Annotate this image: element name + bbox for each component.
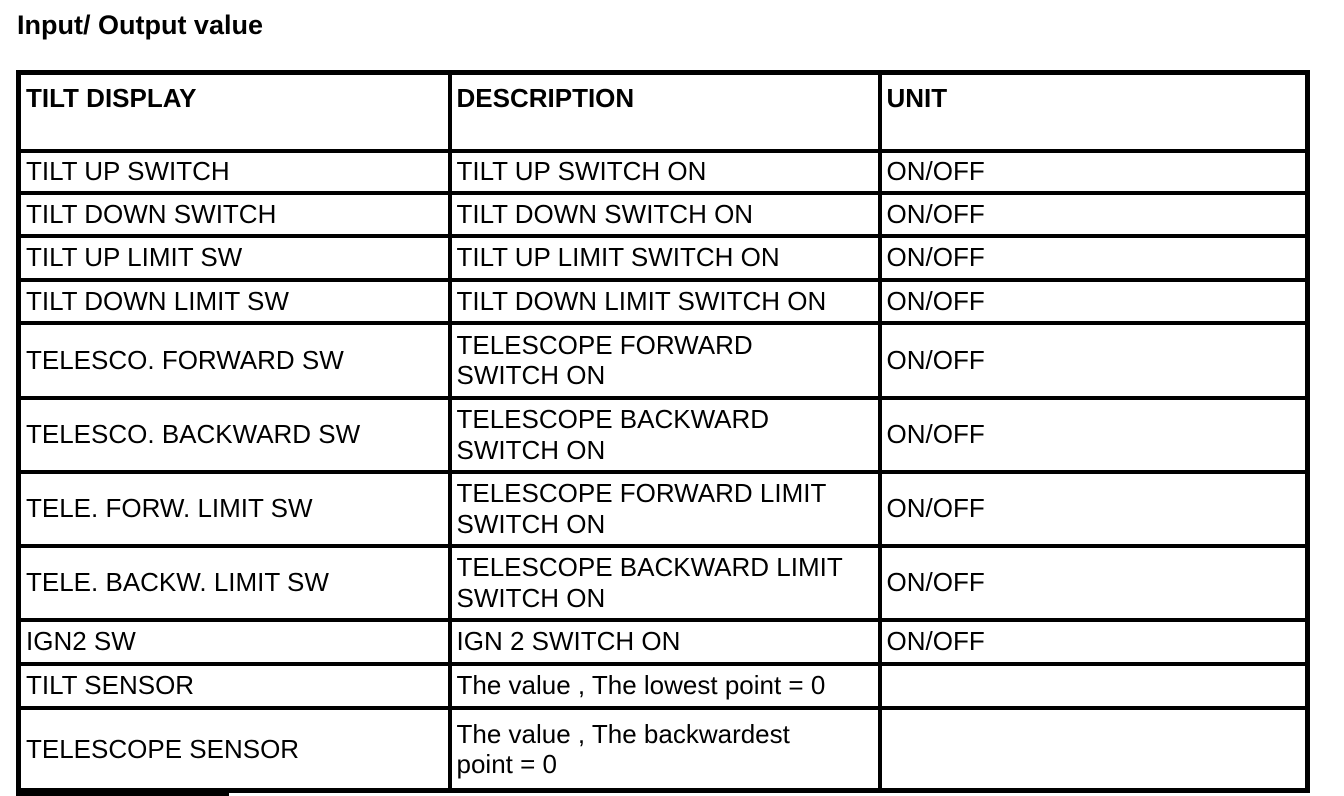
- cell-unit: ON/OFF: [877, 148, 1310, 195]
- table-header-row: TILT DISPLAY DESCRIPTION UNIT: [16, 70, 1310, 153]
- cell-unit: ON/OFF: [877, 469, 1310, 548]
- cell-description: The value , The backwardest point = 0: [447, 705, 882, 793]
- cell-display: TILT UP LIMIT SW: [16, 233, 452, 282]
- column-header-tilt-display: TILT DISPLAY: [16, 70, 452, 153]
- cell-display: TELESCO. BACKWARD SW: [16, 395, 452, 474]
- table-row: TILT UP SWITCH TILT UP SWITCH ON ON/OFF: [16, 148, 1310, 195]
- column-header-description: DESCRIPTION: [447, 70, 882, 153]
- cell-display: TILT UP SWITCH: [16, 148, 452, 195]
- cell-description: TILT UP LIMIT SWITCH ON: [447, 233, 882, 282]
- cell-description: The value , The lowest point = 0: [447, 661, 882, 710]
- cell-display: TILT DOWN LIMIT SW: [16, 277, 452, 325]
- table-row: IGN2 SW IGN 2 SWITCH ON ON/OFF: [16, 617, 1310, 666]
- cell-unit: [877, 661, 1310, 710]
- column-header-unit: UNIT: [877, 70, 1310, 153]
- table-row: TELESCO. BACKWARD SW TELESCOPE BACKWARD …: [16, 395, 1310, 474]
- cell-display: TELESCOPE SENSOR: [16, 705, 452, 793]
- cell-unit: ON/OFF: [877, 543, 1310, 622]
- table-row: TILT DOWN LIMIT SW TILT DOWN LIMIT SWITC…: [16, 277, 1310, 325]
- table-row: TELESCO. FORWARD SW TELESCOPE FORWARD SW…: [16, 320, 1310, 400]
- cell-description: IGN 2 SWITCH ON: [447, 617, 882, 666]
- table-row: TELESCOPE SENSOR The value , The backwar…: [16, 705, 1310, 793]
- cell-display: TELESCO. FORWARD SW: [16, 320, 452, 400]
- cell-description: TELESCOPE BACKWARD SWITCH ON: [447, 395, 882, 474]
- cell-description: TELESCOPE BACKWARD LIMIT SWITCH ON: [447, 543, 882, 622]
- cell-display: TELE. FORW. LIMIT SW: [16, 469, 452, 548]
- cell-unit: ON/OFF: [877, 277, 1310, 325]
- cell-display: TELE. BACKW. LIMIT SW: [16, 543, 452, 622]
- cell-unit: ON/OFF: [877, 617, 1310, 666]
- page-title: Input/ Output value: [17, 10, 263, 40]
- cell-description: TILT UP SWITCH ON: [447, 148, 882, 195]
- cell-description: TILT DOWN LIMIT SWITCH ON: [447, 277, 882, 325]
- table-row: TELE. BACKW. LIMIT SW TELESCOPE BACKWARD…: [16, 543, 1310, 622]
- next-table-border-fragment: [16, 789, 229, 796]
- table-row: TILT UP LIMIT SW TILT UP LIMIT SWITCH ON…: [16, 233, 1310, 282]
- cell-unit: ON/OFF: [877, 233, 1310, 282]
- table-row: TILT DOWN SWITCH TILT DOWN SWITCH ON ON/…: [16, 190, 1310, 238]
- cell-unit: ON/OFF: [877, 320, 1310, 400]
- cell-display: IGN2 SW: [16, 617, 452, 666]
- cell-unit: ON/OFF: [877, 395, 1310, 474]
- cell-description: TELESCOPE FORWARD SWITCH ON: [447, 320, 882, 400]
- cell-description: TELESCOPE FORWARD LIMIT SWITCH ON: [447, 469, 882, 548]
- input-output-table: TILT DISPLAY DESCRIPTION UNIT TILT UP SW…: [16, 70, 1310, 793]
- table-row: TILT SENSOR The value , The lowest point…: [16, 661, 1310, 710]
- cell-unit: ON/OFF: [877, 190, 1310, 238]
- table-row: TELE. FORW. LIMIT SW TELESCOPE FORWARD L…: [16, 469, 1310, 548]
- cell-display: TILT SENSOR: [16, 661, 452, 710]
- cell-unit: [877, 705, 1310, 793]
- cell-description: TILT DOWN SWITCH ON: [447, 190, 882, 238]
- cell-display: TILT DOWN SWITCH: [16, 190, 452, 238]
